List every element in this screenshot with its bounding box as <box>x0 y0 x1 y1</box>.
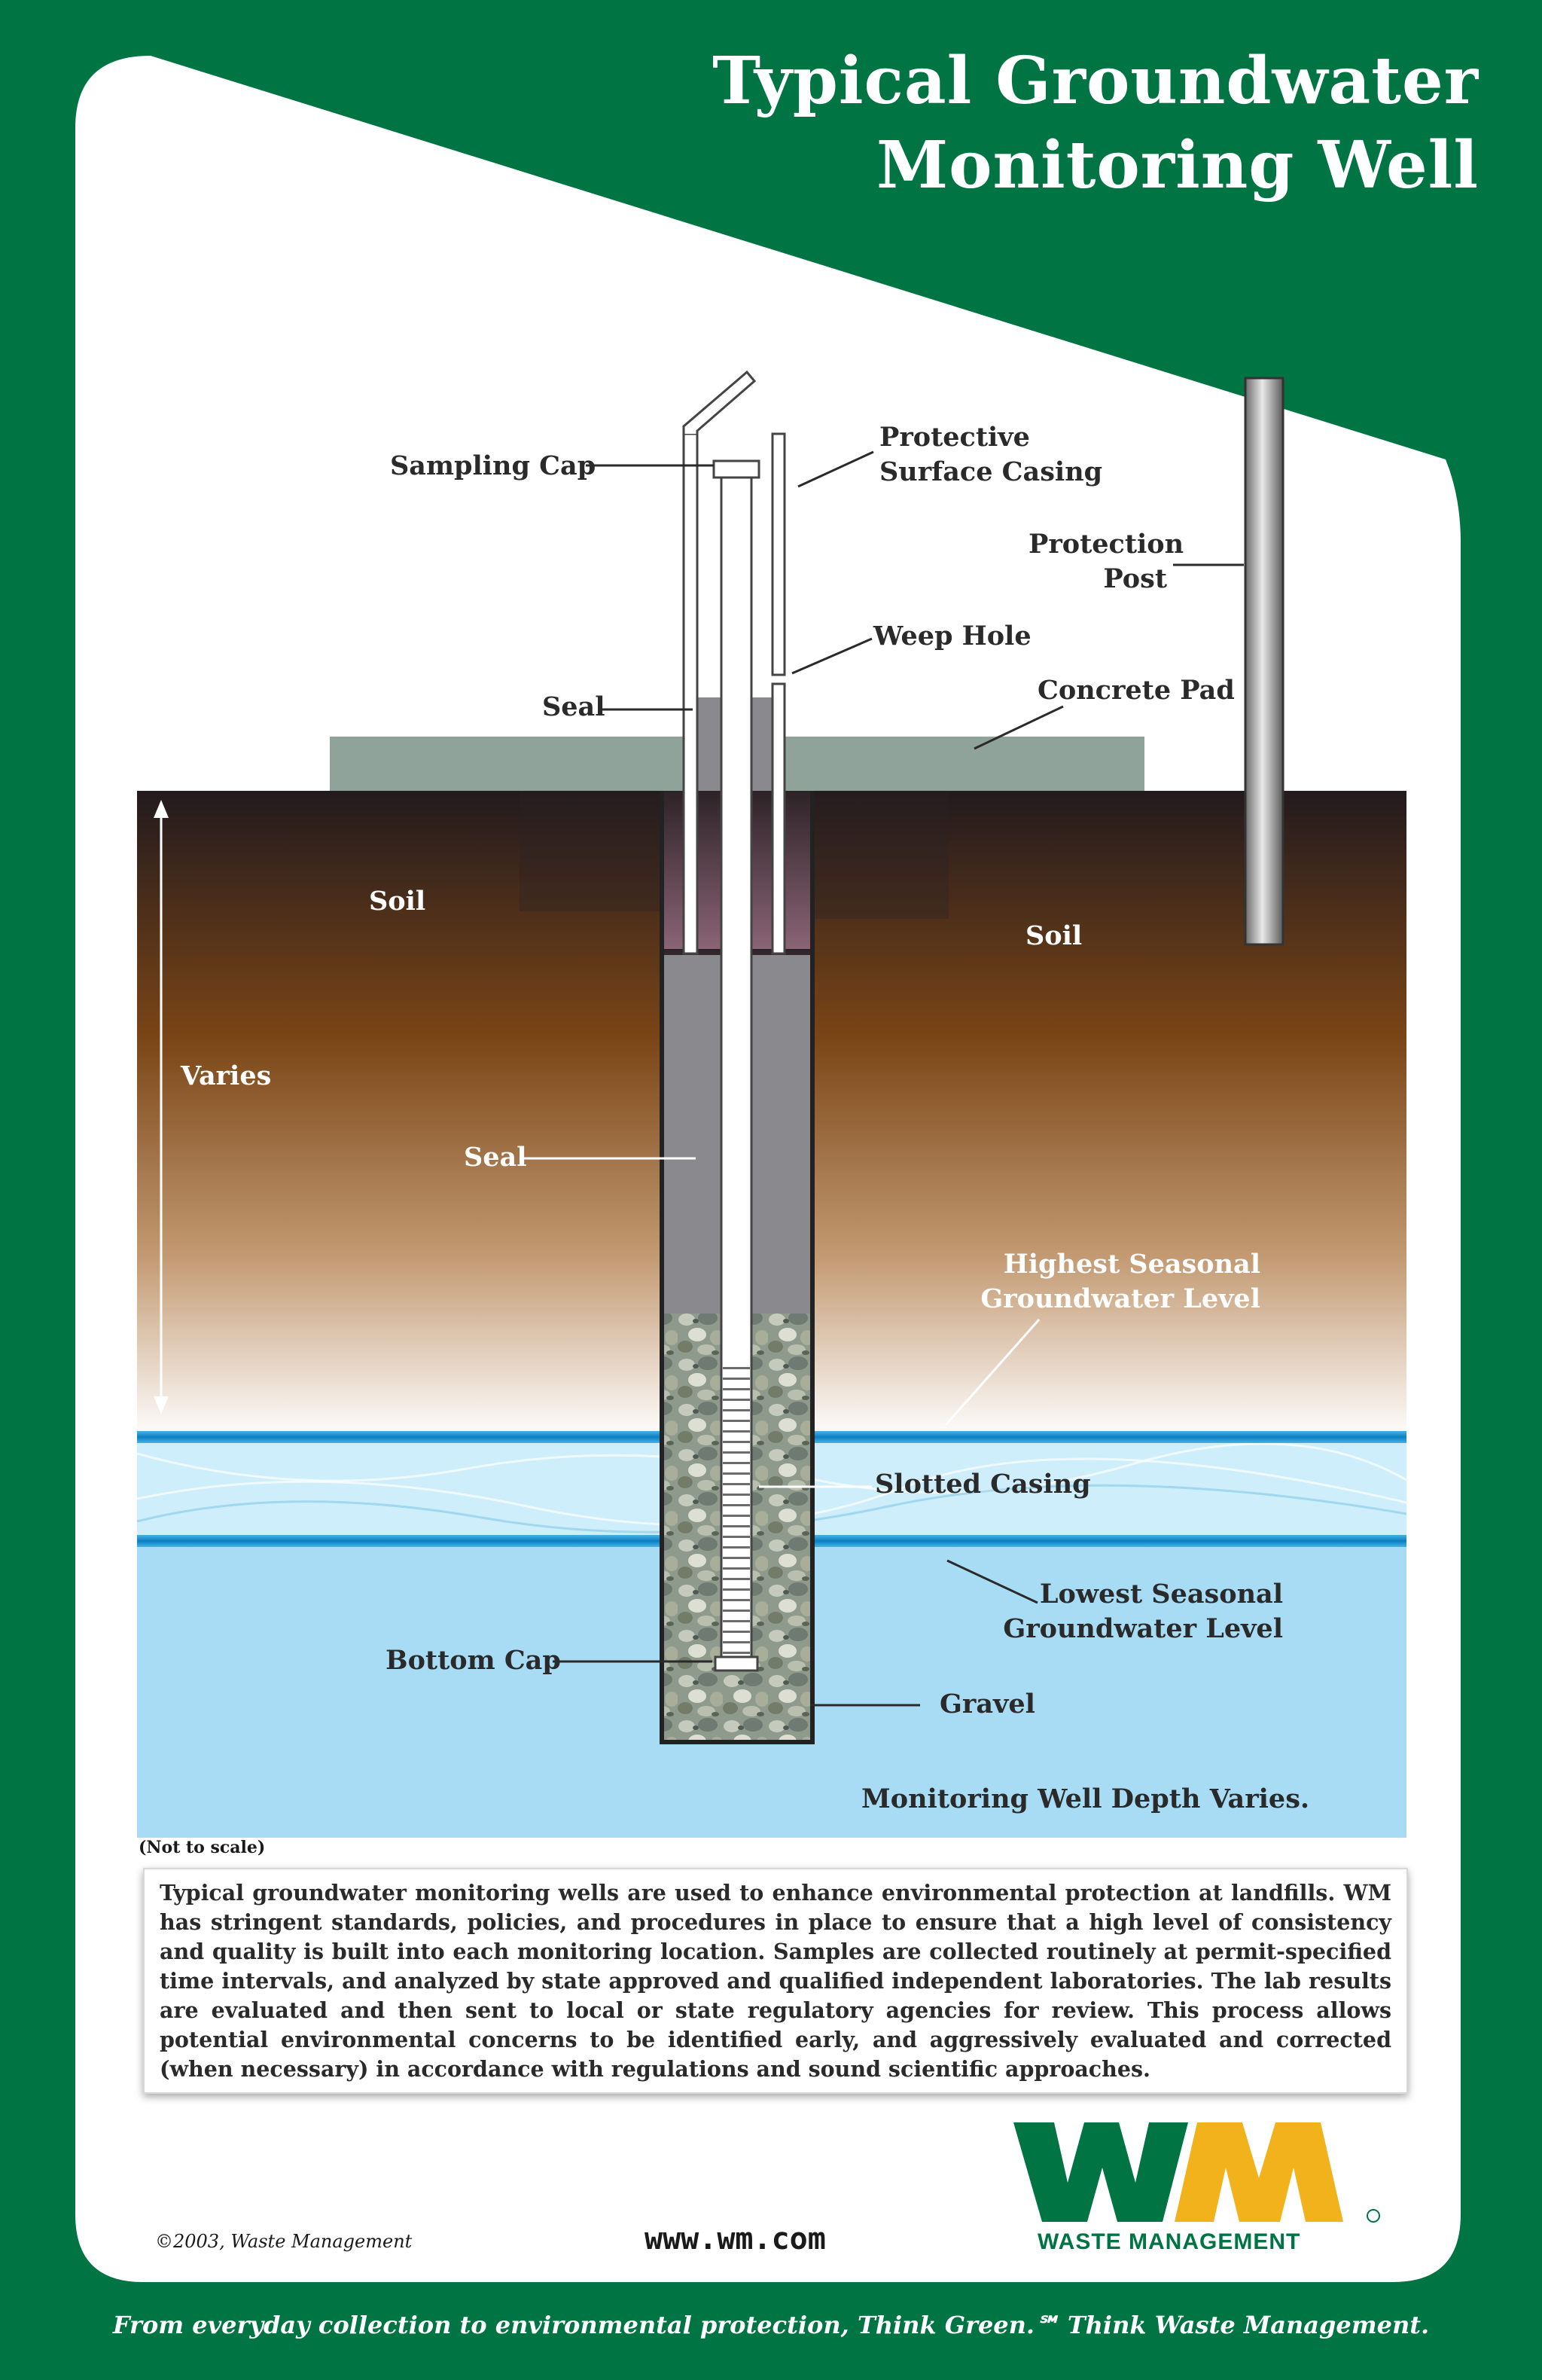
label-soil-left: Soil <box>369 886 426 917</box>
website-link[interactable]: www.wm.com <box>645 2222 826 2256</box>
soil-left <box>137 791 664 1439</box>
protective-casing-lid <box>682 370 757 434</box>
tagline: From everyday collection to environmenta… <box>112 2311 1430 2339</box>
label-weep-hole: Weep Hole <box>873 621 1032 651</box>
copyright: ©2003, Waste Management <box>155 2231 413 2252</box>
label-depth-varies: Monitoring Well Depth Varies. <box>861 1783 1310 1814</box>
sampling-cap <box>712 459 760 479</box>
label-soil-right: Soil <box>1025 920 1083 951</box>
label-concrete-pad: Concrete Pad <box>1038 675 1235 706</box>
label-slotted-casing: Slotted Casing <box>875 1469 1091 1500</box>
page-title: Typical Groundwater Monitoring Well <box>712 39 1479 208</box>
label-seal-top: Seal <box>542 691 605 722</box>
label-varies: Varies <box>181 1060 272 1091</box>
protection-post <box>1244 377 1284 946</box>
label-protection-post: Protection Post <box>1029 529 1184 594</box>
label-seal-mid: Seal <box>464 1142 527 1173</box>
title-line-2: Monitoring Well <box>876 127 1479 203</box>
label-protective-casing: Protective Surface Casing <box>879 422 1103 487</box>
protective-casing-right <box>771 432 786 676</box>
label-lowest-level: Lowest Seasonal Groundwater Level <box>1003 1579 1283 1644</box>
protective-casing-left <box>682 432 699 955</box>
slotted-casing <box>723 1363 750 1661</box>
wm-logo <box>1013 2122 1380 2223</box>
title-line-1: Typical Groundwater <box>712 43 1479 119</box>
label-bottom-cap: Bottom Cap <box>386 1645 561 1676</box>
label-gravel: Gravel <box>940 1689 1035 1719</box>
label-highest-level: Highest Seasonal Groundwater Level <box>980 1249 1260 1314</box>
description-box: Typical groundwater monitoring wells are… <box>143 1868 1408 2094</box>
logo-text: WASTE MANAGEMENT <box>1038 2229 1301 2254</box>
weep-hole-casing <box>771 682 786 955</box>
bottom-cap <box>714 1655 759 1672</box>
label-sampling-cap: Sampling Cap <box>390 450 596 481</box>
soil-right <box>810 791 1406 1439</box>
not-to-scale-note: (Not to scale) <box>139 1838 266 1857</box>
